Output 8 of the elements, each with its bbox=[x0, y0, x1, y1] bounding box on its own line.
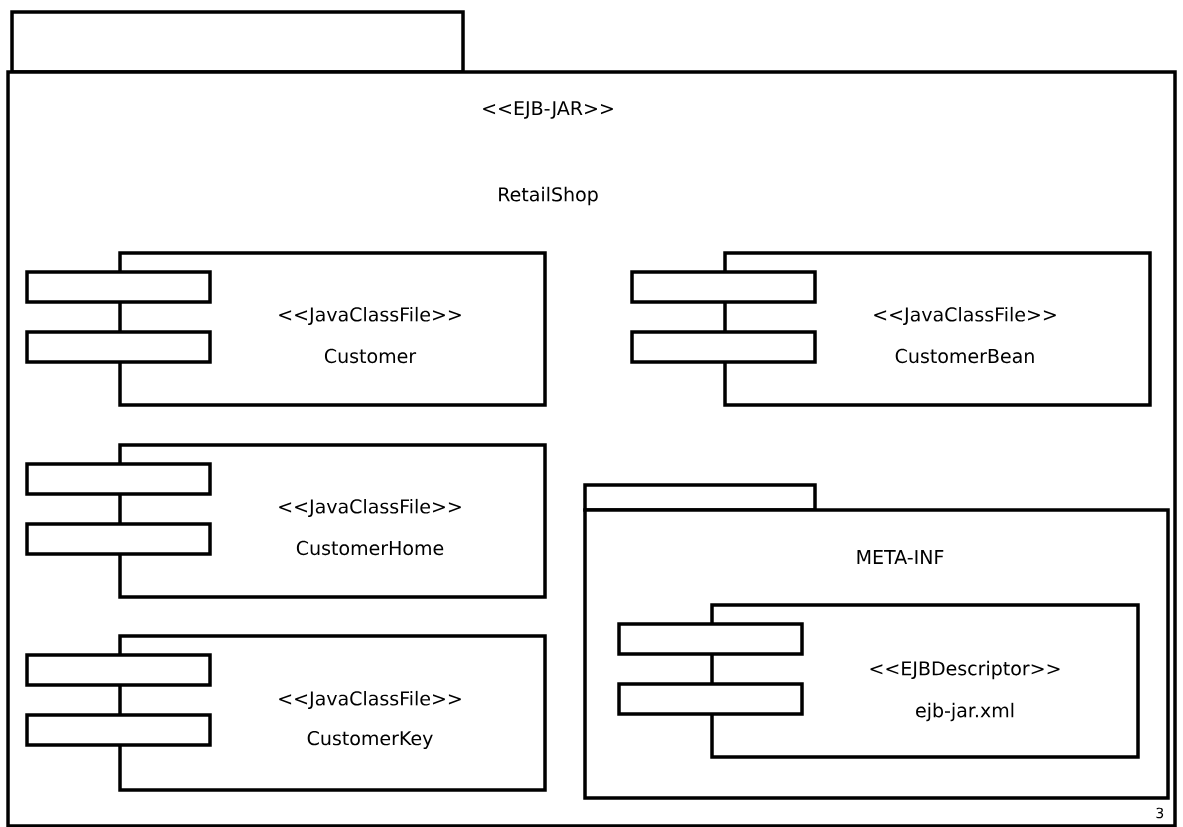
node-label: RetailShop bbox=[499, 186, 598, 206]
node-label: <<EJB-JAR>> bbox=[483, 101, 613, 119]
component-box: <<JavaClassFile>> CustomerHome bbox=[25, 443, 547, 599]
page-number: 3 bbox=[1156, 807, 1164, 819]
component-box: <<EJBDescriptor>> ejb-jar.xml bbox=[617, 603, 1140, 759]
component-box: <<JavaClassFile>> Customer bbox=[25, 251, 547, 407]
component-box: <<JavaClassFile>> CustomerBean bbox=[630, 251, 1152, 407]
component-box: <<JavaClassFile>> CustomerKey bbox=[25, 634, 547, 792]
